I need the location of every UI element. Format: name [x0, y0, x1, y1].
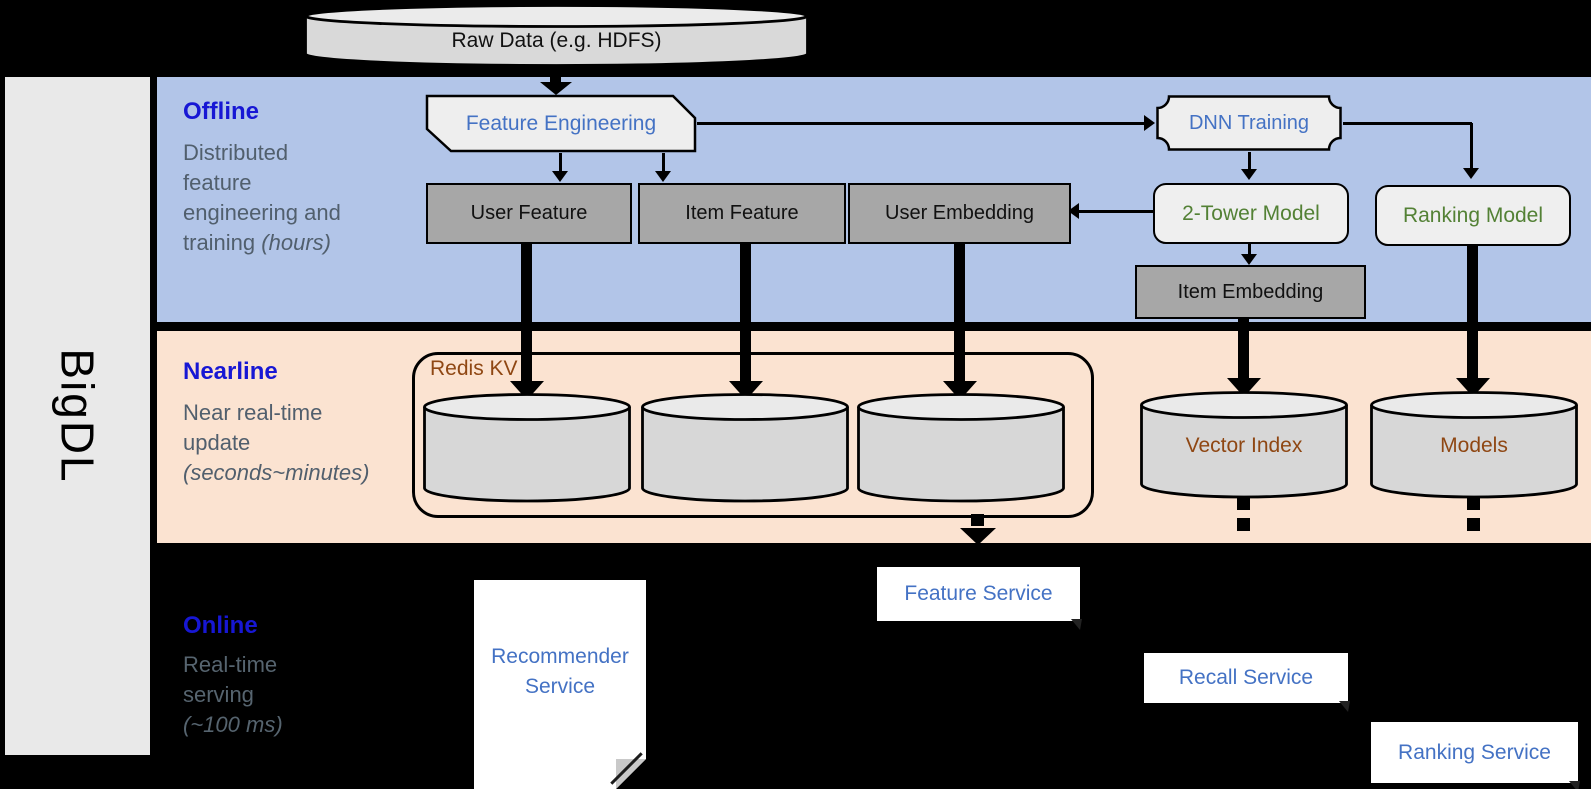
arrow-itemembedding-to-vectorindex-shaft	[1238, 315, 1249, 379]
arrow-fe-to-userfeature-shaft	[558, 153, 562, 172]
arrow-dnn-to-twotower-shaft	[1247, 152, 1251, 170]
recommender-service-node: Recommender Service	[474, 580, 646, 789]
feature-service-label: Feature Service	[904, 582, 1053, 605]
plaque-shape	[1156, 95, 1342, 151]
ranking-model-label: Ranking Model	[1402, 203, 1544, 227]
bigdl-label: BigDL	[51, 348, 104, 484]
arrow-fe-to-userfeature-head	[552, 171, 568, 182]
cylinder-shape	[1140, 391, 1348, 499]
redis-cylinder-2	[640, 392, 850, 504]
raw-data-cylinder: Raw Data (e.g. HDFS)	[303, 3, 810, 69]
arrow-rawdata-to-fe-shaft	[550, 67, 561, 83]
online-description-italic: (~100 ms)	[183, 712, 283, 737]
chamfered-box-shape	[425, 94, 697, 153]
folded-corner-icon	[1337, 701, 1350, 712]
redis-cylinder-3	[856, 392, 1066, 504]
models-cylinder: Models	[1369, 390, 1579, 500]
arrow-userfeature-to-redis-shaft	[521, 240, 532, 382]
user-feature-label: User Feature	[470, 202, 588, 224]
vectorindex-dash-2	[1237, 518, 1250, 531]
ranking-service-node: Ranking Service	[1371, 722, 1580, 789]
recall-service-node: Recall Service	[1144, 653, 1350, 712]
feature-engineering-node: Feature Engineering	[425, 94, 697, 153]
redis-kv-label: Redis KV	[430, 357, 518, 380]
cylinder-shape	[641, 393, 849, 503]
arrow-rawdata-to-fe-head	[540, 82, 572, 95]
feature-service-node: Feature Service	[877, 567, 1082, 630]
raw-data-label: Raw Data (e.g. HDFS)	[451, 29, 662, 52]
cylinder-shape	[1370, 391, 1578, 499]
two-tower-model-label: 2-Tower Model	[1182, 201, 1320, 225]
arrow-twotower-to-itemembedding-shaft	[1247, 240, 1251, 255]
nearline-description-italic: (seconds~minutes)	[183, 460, 370, 485]
folded-corner-icon	[1567, 781, 1580, 789]
item-feature-label: Item Feature	[685, 202, 799, 224]
ranking-service-label: Ranking Service	[1398, 740, 1551, 764]
vector-index-label: Vector Index	[1185, 434, 1303, 457]
item-feature-node: Item Feature	[638, 183, 846, 244]
models-label: Models	[1440, 434, 1508, 457]
arrow-rankingmodel-to-models-shaft	[1467, 242, 1478, 379]
arrow-twotower-to-itemembedding-head	[1241, 254, 1257, 265]
arrow-fe-to-itemfeature-shaft	[661, 153, 665, 172]
recall-service-label: Recall Service	[1178, 666, 1314, 689]
item-embedding-node: Item Embedding	[1135, 265, 1366, 319]
models-dash-2	[1467, 518, 1480, 531]
user-embedding-label: User Embedding	[885, 202, 1034, 224]
arrow-dnn-to-twotower-head	[1241, 169, 1257, 180]
arrow-fe-to-itemfeature-head	[655, 171, 671, 182]
offline-description-italic: (hours)	[261, 230, 331, 255]
redis-cylinder-1	[422, 392, 632, 504]
dnn-training-node: DNN Training	[1155, 94, 1343, 152]
feature-engineering-label: Feature Engineering	[465, 111, 657, 135]
arrow-twotower-to-userembedding-head	[1068, 203, 1079, 219]
nearline-description: Near real-time update (seconds~minutes)	[183, 398, 433, 488]
offline-description-text: Distributed feature engineering and trai…	[183, 140, 341, 255]
cylinder-shape	[304, 4, 809, 67]
two-tower-model-node: 2-Tower Model	[1153, 183, 1349, 244]
dnn-training-label: DNN Training	[1188, 111, 1310, 134]
offline-title: Offline	[183, 98, 259, 125]
folded-corner-icon	[1069, 619, 1082, 630]
arrow-dnn-to-ranking-hshaft	[1343, 121, 1472, 125]
offline-description: Distributed feature engineering and trai…	[183, 138, 433, 258]
nearline-title: Nearline	[183, 358, 278, 385]
redis-kv-container	[412, 352, 1094, 518]
arrow-fe-to-dnn-head	[1144, 115, 1155, 131]
arrow-dnn-to-ranking-head	[1463, 168, 1479, 179]
user-feature-node: User Feature	[426, 183, 632, 244]
arrow-fe-to-dnn-shaft	[697, 121, 1145, 125]
cylinder-shape	[857, 393, 1065, 503]
redis-to-featureservice-dash	[971, 514, 984, 526]
arrow-dnn-to-ranking-vshaft	[1469, 123, 1473, 169]
nearline-description-text: Near real-time update	[183, 400, 323, 455]
cylinder-shape	[423, 393, 631, 503]
bigdl-sidebar: BigDL	[5, 77, 150, 755]
arrow-twotower-to-userembedding-shaft	[1078, 209, 1153, 213]
online-title: Online	[183, 612, 258, 639]
ranking-model-node: Ranking Model	[1375, 185, 1571, 246]
online-description-text: Real-time serving	[183, 652, 278, 707]
item-embedding-label: Item Embedding	[1177, 280, 1324, 303]
vector-index-cylinder: Vector Index	[1139, 390, 1349, 500]
models-dash-1	[1467, 497, 1480, 510]
recommender-service-label: Recommender Service	[491, 645, 629, 698]
user-embedding-node: User Embedding	[848, 183, 1071, 244]
online-description: Real-time serving (~100 ms)	[183, 650, 433, 740]
arrow-userembedding-to-redis-shaft	[954, 240, 965, 382]
arrow-itemfeature-to-redis-shaft	[740, 240, 751, 382]
redis-to-featureservice-head	[960, 528, 996, 545]
vectorindex-dash-1	[1237, 497, 1250, 510]
